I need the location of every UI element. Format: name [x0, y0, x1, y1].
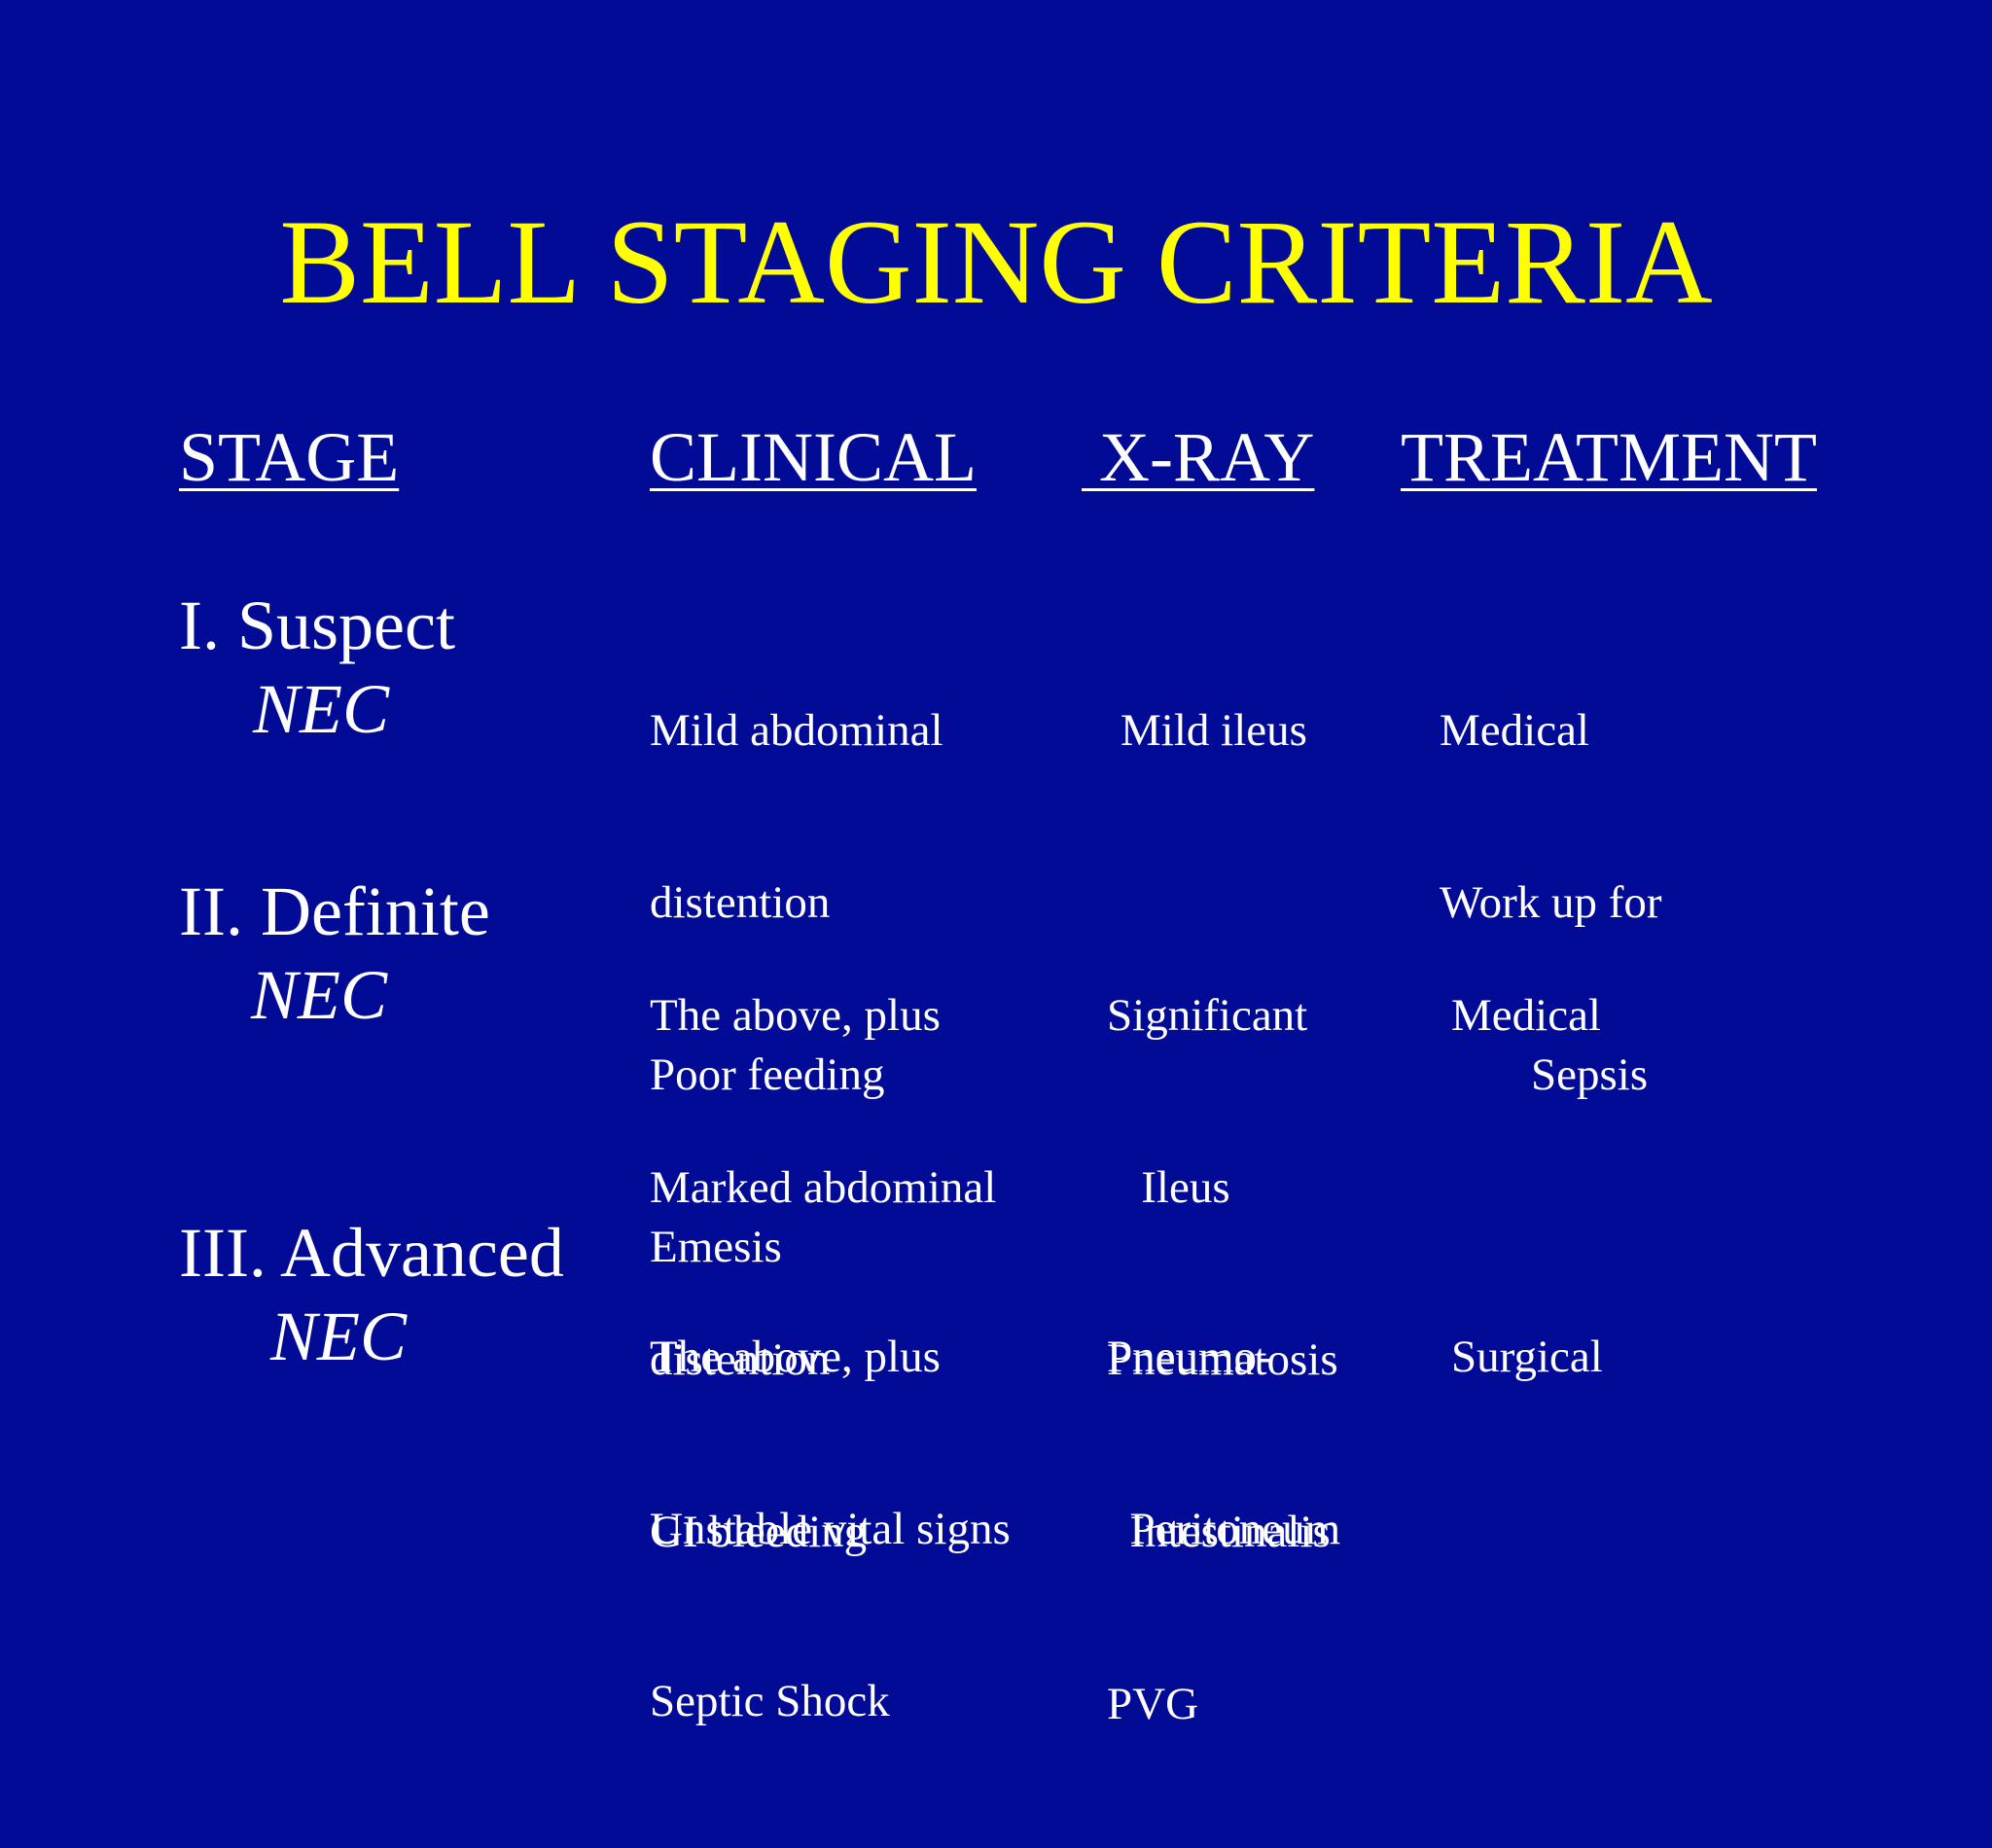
header-xray: X-RAY [1082, 418, 1315, 496]
stage-1-clinical-line: Poor feeding [650, 1049, 885, 1100]
stage-1-clinical-line: distention [650, 877, 831, 928]
stage-3-clinical: The above, plus Unstable vital signs Sep… [650, 1214, 1011, 1845]
stage-3-xray-line: Pneumo- [1107, 1332, 1272, 1382]
stage-2-xray-line: Significant [1107, 990, 1308, 1041]
stage-1-treatment-line: Medical [1440, 705, 1589, 756]
stage-2-clinical-line: distention [650, 1334, 831, 1385]
stage-1-xray-line: Mild ileus [1120, 705, 1307, 756]
stage-3-clinical-line: Septic Shock [650, 1676, 890, 1726]
stage-2-xray-line: Ileus [1107, 1162, 1230, 1213]
stage-1-name: I. Suspect [179, 586, 455, 664]
header-treatment: TREATMENT [1401, 418, 1817, 496]
stage-3-clinical-line: Unstable vital signs [650, 1504, 1011, 1554]
stage-1-clinical: Mild abdominal distention Poor feeding E… [650, 587, 943, 1391]
stage-3-treatment-line: Surgical [1451, 1332, 1603, 1382]
slide: BELL STAGING CRITERIA STAGE CLINICAL X-R… [179, 195, 1817, 1729]
header-clinical: CLINICAL [650, 418, 977, 496]
stage-3-treatment: Surgical [1451, 1214, 1603, 1501]
stage-2-treatment: Medical [1451, 872, 1601, 1159]
stage-1-treatment-line: Sepsis [1440, 1049, 1649, 1100]
stage-1-treatment-line: Work up for [1440, 877, 1662, 928]
stage-3-clinical-line: The above, plus [650, 1332, 941, 1382]
stage-2-sub: NEC [251, 956, 388, 1034]
stage-3-name: III. Advanced [179, 1214, 564, 1292]
stage-1-sub: NEC [253, 670, 390, 748]
stage-2-name: II. Definite [179, 872, 490, 950]
stage-2-xray-line: PVG [1107, 1679, 1199, 1729]
stage-3-xray-line: Peritoneum [1107, 1504, 1341, 1554]
header-stage: STAGE [179, 418, 400, 496]
slide-title: BELL STAGING CRITERIA [279, 195, 1713, 329]
stage-2-clinical-line: The above, plus [650, 990, 941, 1041]
stage-3-sub: NEC [270, 1297, 408, 1375]
stage-2-xray-line: Pneumatosis [1107, 1334, 1338, 1385]
stage-2-clinical-line: Marked abdominal [650, 1162, 997, 1213]
stage-3-xray: Pneumo- Peritoneum [1107, 1214, 1340, 1673]
stage-1-clinical-line: Emesis [650, 1222, 782, 1272]
stage-1-xray: Mild ileus [1120, 587, 1307, 874]
stage-1-treatment: Medical Work up for Sepsis [1440, 587, 1662, 1219]
stage-2-treatment-line: Medical [1451, 990, 1601, 1041]
stage-1-clinical-line: Mild abdominal [650, 705, 943, 756]
